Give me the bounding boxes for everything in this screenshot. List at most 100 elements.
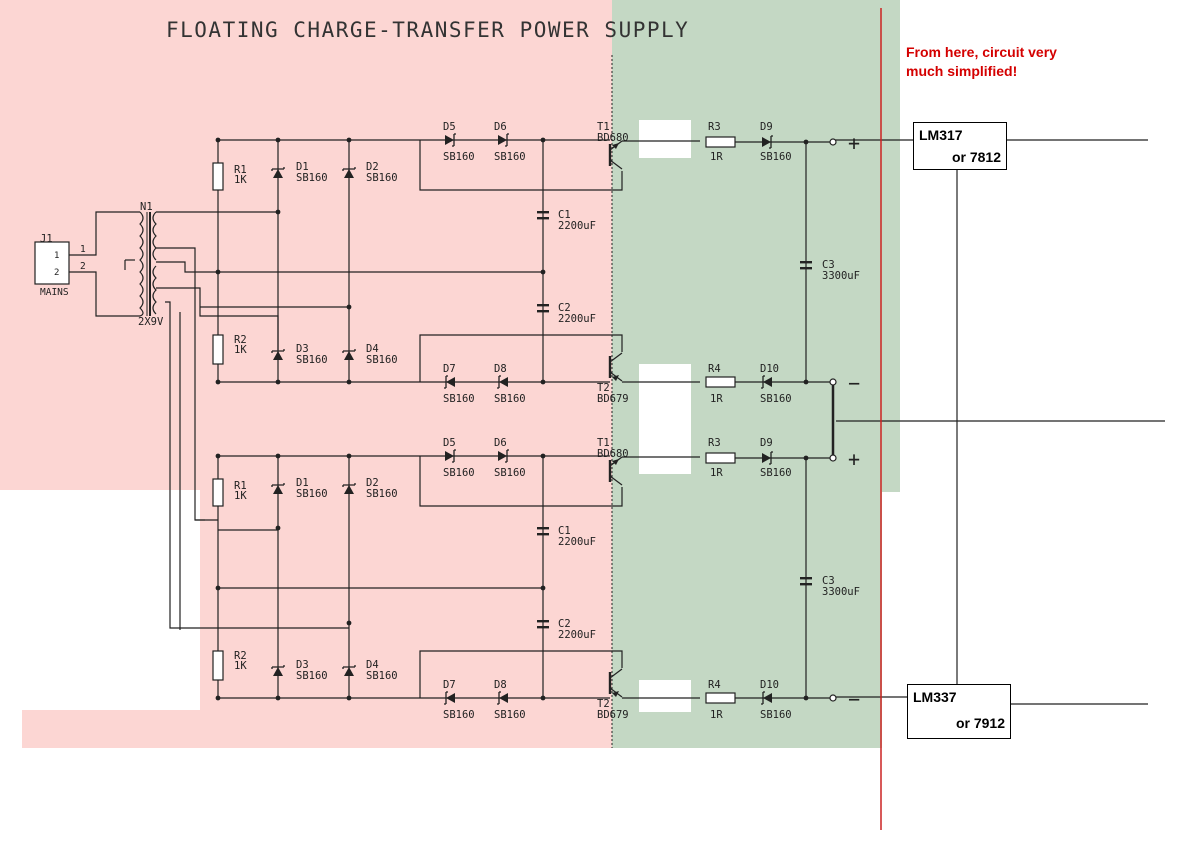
junction-dot: [803, 695, 809, 701]
capacitor-plate: [800, 261, 812, 264]
negative-regulator-alt: or 7912: [955, 715, 1005, 731]
d5-ref: D5: [443, 437, 456, 449]
transistor-lead: [609, 475, 623, 486]
junction-dot: [346, 304, 352, 310]
diode-bar: [769, 135, 773, 149]
junction-dot: [215, 269, 221, 275]
junction-dot: [215, 585, 221, 591]
d78-value: SB160: [494, 709, 526, 721]
d2-ref: D2: [366, 161, 379, 173]
junction-dot: [803, 379, 809, 385]
diode: [446, 693, 455, 703]
junction-dot: [275, 695, 281, 701]
note-line-1: From here, circuit very: [906, 44, 1057, 60]
r3-value: 1R: [710, 151, 723, 163]
d3-value: SB160: [296, 354, 328, 366]
diode: [498, 135, 507, 145]
pin1-inner: 1: [54, 251, 59, 261]
diode: [273, 485, 283, 494]
junction-dot: [346, 379, 352, 385]
c2-ref: C2: [558, 618, 571, 630]
diode: [344, 667, 354, 676]
d3-ref: D3: [296, 343, 309, 355]
white-patch: [639, 680, 691, 712]
note-line-2: much simplified!: [906, 63, 1018, 79]
d1-ref: D1: [296, 477, 309, 489]
capacitor-plate: [537, 620, 549, 623]
wire: [69, 211, 140, 256]
junction-dot: [803, 139, 809, 145]
junction-dot: [540, 585, 546, 591]
negative-regulator-name: LM337: [913, 689, 957, 705]
d7-ref: D7: [443, 363, 456, 375]
diode: [273, 351, 283, 360]
diode-bar: [497, 691, 501, 705]
negative-regulator-box: LM337 or 7912: [907, 684, 1011, 739]
r4-ref: R4: [708, 679, 721, 691]
diode: [273, 667, 283, 676]
diode-bar: [271, 167, 285, 171]
transformer-secondary-a: [152, 211, 157, 261]
d3-value: SB160: [296, 670, 328, 682]
c1-ref: C1: [558, 209, 571, 221]
r4-value: 1R: [710, 393, 723, 405]
diode: [763, 693, 772, 703]
capacitor-plate: [537, 211, 549, 214]
diode: [344, 485, 354, 494]
r4-ref: R4: [708, 363, 721, 375]
simplification-note: From here, circuit very much simplified!: [906, 43, 1057, 81]
transformer-primary: [139, 211, 144, 317]
capacitor-plate: [800, 583, 812, 586]
c3-value: 3300uF: [822, 586, 860, 598]
t2-ref: T2: [597, 382, 610, 394]
d9-ref: D9: [760, 437, 773, 449]
d9-value: SB160: [760, 467, 792, 479]
capacitor-plate: [800, 577, 812, 580]
diode-bar: [342, 483, 356, 487]
junction-dot: [275, 453, 281, 459]
diagram-title: FLOATING CHARGE-TRANSFER POWER SUPPLY: [166, 18, 690, 42]
d78-value: SB160: [443, 393, 475, 405]
d8-ref: D8: [494, 363, 507, 375]
c2-value: 2200uF: [558, 629, 596, 641]
transistor-arrow: [612, 375, 619, 381]
diode-bar: [271, 349, 285, 353]
junction-dot: [215, 379, 221, 385]
mains-ref: J1: [40, 233, 53, 245]
junction-dot: [346, 137, 352, 143]
d3-ref: D3: [296, 659, 309, 671]
diode: [344, 351, 354, 360]
r2-ref: R2: [234, 650, 247, 662]
junction-dot: [346, 695, 352, 701]
diode: [445, 451, 454, 461]
diode-bar: [342, 349, 356, 353]
c3-value: 3300uF: [822, 270, 860, 282]
t2-ref: T2: [597, 698, 610, 710]
junction-dot: [540, 695, 546, 701]
d6-ref: D6: [494, 437, 507, 449]
diode-bar: [505, 133, 509, 147]
diode-bar: [761, 375, 765, 389]
d56-value: SB160: [443, 467, 475, 479]
junction-dot: [275, 209, 281, 215]
wire: [165, 301, 349, 629]
transistor-lead: [609, 352, 623, 363]
capacitor-plate: [800, 267, 812, 270]
junction-dot: [803, 455, 809, 461]
c3-ref: C3: [822, 259, 835, 271]
junction-dot: [540, 453, 546, 459]
diode: [445, 135, 454, 145]
c2-ref: C2: [558, 302, 571, 314]
wire: [156, 261, 218, 273]
diode: [762, 137, 771, 147]
junction-dot: [540, 137, 546, 143]
transistor-arrow: [612, 143, 619, 149]
t1-value: BD680: [597, 132, 629, 144]
pin2-label: 2: [80, 261, 86, 272]
diode-bar: [497, 375, 501, 389]
d10-value: SB160: [760, 393, 792, 405]
d5-ref: D5: [443, 121, 456, 133]
r2-value: 1K: [234, 660, 247, 672]
r1-ref: R1: [234, 164, 247, 176]
